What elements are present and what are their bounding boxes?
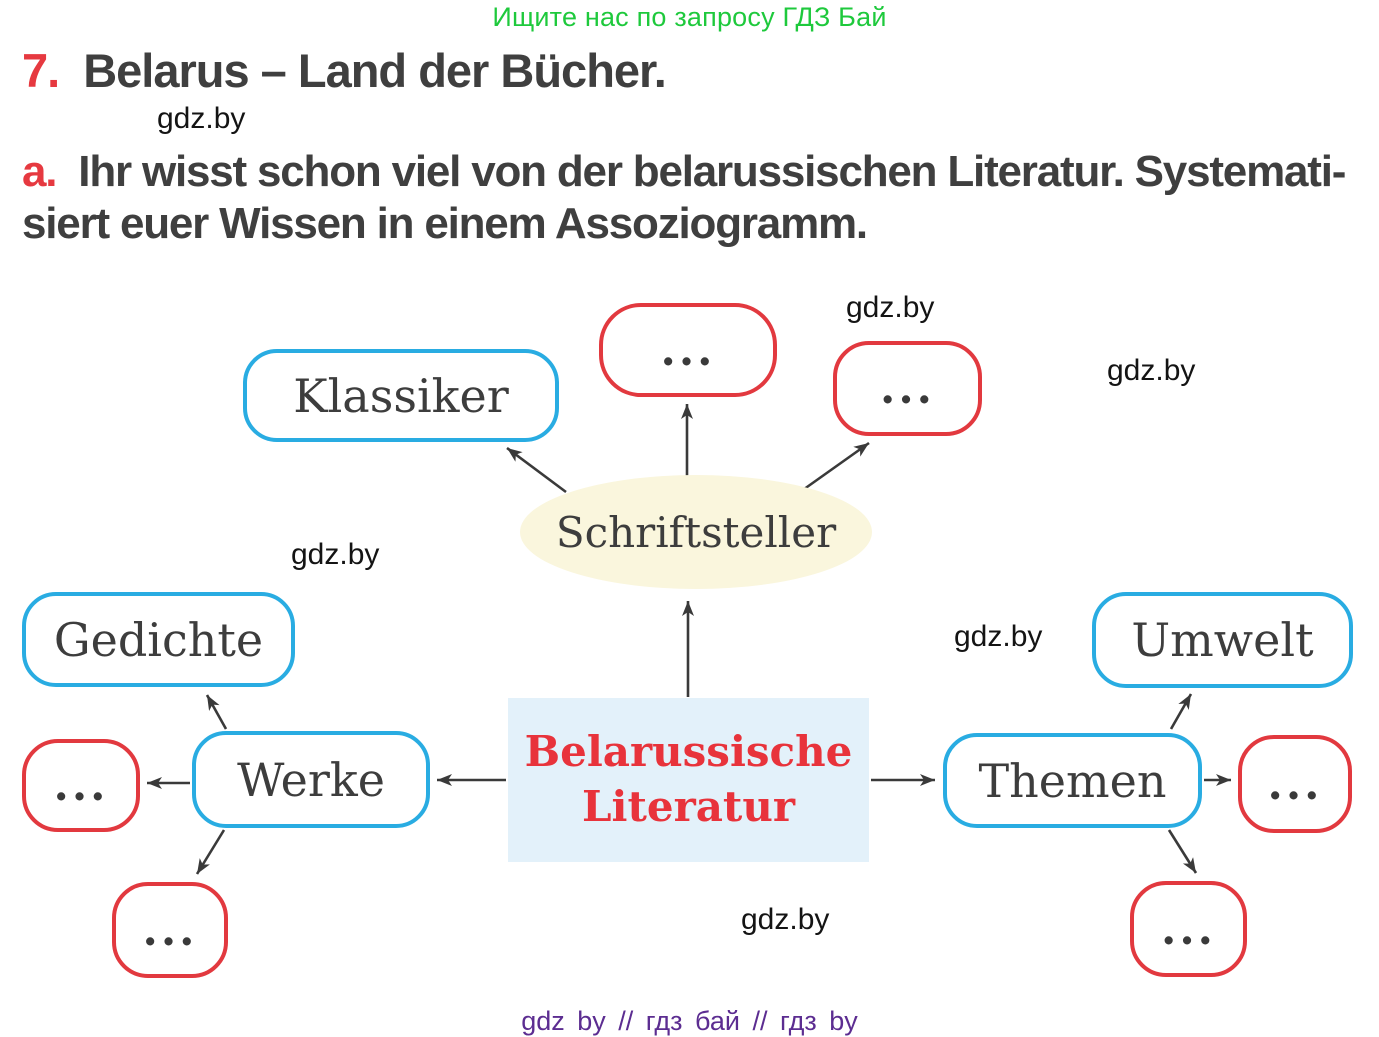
task-number: 7. [22, 44, 60, 97]
watermark-bottom-center: gdz.by [741, 903, 830, 936]
promo-banner: Ищите нас по запросу ГДЗ Бай [492, 2, 887, 32]
task-title: Belarus – Land der Bücher. [83, 44, 667, 97]
node-placeholder-right: ... [1238, 735, 1352, 833]
node-gedichte: Gedichte [22, 592, 295, 687]
task-heading: 7. Belarus – Land der Bücher. [22, 44, 667, 97]
node-umwelt: Umwelt [1092, 592, 1353, 688]
node-gedichte-label: Gedichte [53, 612, 264, 667]
placeholder-dots: ... [1161, 903, 1216, 955]
node-placeholder-bottom-left: ... [112, 882, 228, 978]
node-werke: Werke [192, 731, 430, 828]
instruction-block: a. Ihr wisst schon viel von der belarussi… [22, 146, 1346, 250]
node-placeholder-left: ... [22, 739, 140, 832]
watermark-under-title: gdz.by [157, 102, 246, 135]
node-placeholder-top-2: ... [833, 341, 982, 436]
arrow-themen-to-dots-br [1167, 829, 1198, 874]
instruction-line-2: siert euer Wissen in einem Assoziogramm. [22, 199, 868, 248]
placeholder-dots: ... [142, 904, 198, 956]
center-label-line1: Belarussische [524, 727, 853, 777]
placeholder-dots: ... [1267, 758, 1323, 810]
arrow-hub-to-dots-top2 [799, 441, 870, 494]
node-klassiker-label: Klassiker [293, 368, 509, 423]
watermark-right-upper: gdz.by [1107, 354, 1196, 387]
node-schriftsteller: Schriftsteller [520, 475, 872, 589]
node-klassiker: Klassiker [243, 349, 559, 442]
watermark-top: gdz.by [846, 291, 935, 324]
watermark-right-middle: gdz.by [954, 620, 1043, 653]
node-placeholder-bottom-right: ... [1130, 881, 1247, 977]
arrow-hub-to-klassiker [506, 446, 567, 494]
node-schriftsteller-label: Schriftsteller [555, 507, 837, 557]
part-label: a. [22, 147, 58, 196]
arrow-werke-to-dots-bl [195, 829, 226, 875]
arrow-themen-to-umwelt [1169, 693, 1193, 730]
center-label-line2: Literatur [581, 782, 795, 831]
node-themen: Themen [943, 733, 1202, 828]
node-umwelt-label: Umwelt [1131, 613, 1314, 667]
footer-credit: gdz by // гдз бай // гдз by [521, 1006, 858, 1036]
arrow-werke-to-gedichte [205, 694, 228, 730]
node-placeholder-top-1: ... [599, 303, 777, 397]
placeholder-dots: ... [660, 324, 716, 376]
node-themen-label: Themen [978, 753, 1167, 808]
placeholder-dots: ... [880, 363, 935, 414]
node-belarussische-literatur: Belarussische Literatur [508, 698, 869, 862]
instruction-text-1: Ihr wisst schon viel von der belarussisc… [78, 147, 1346, 196]
placeholder-dots: ... [53, 760, 109, 811]
instruction-line-1: a. Ihr wisst schon viel von der belarussi… [22, 146, 1346, 198]
node-werke-label: Werke [237, 752, 385, 807]
watermark-left-middle: gdz.by [291, 538, 380, 571]
